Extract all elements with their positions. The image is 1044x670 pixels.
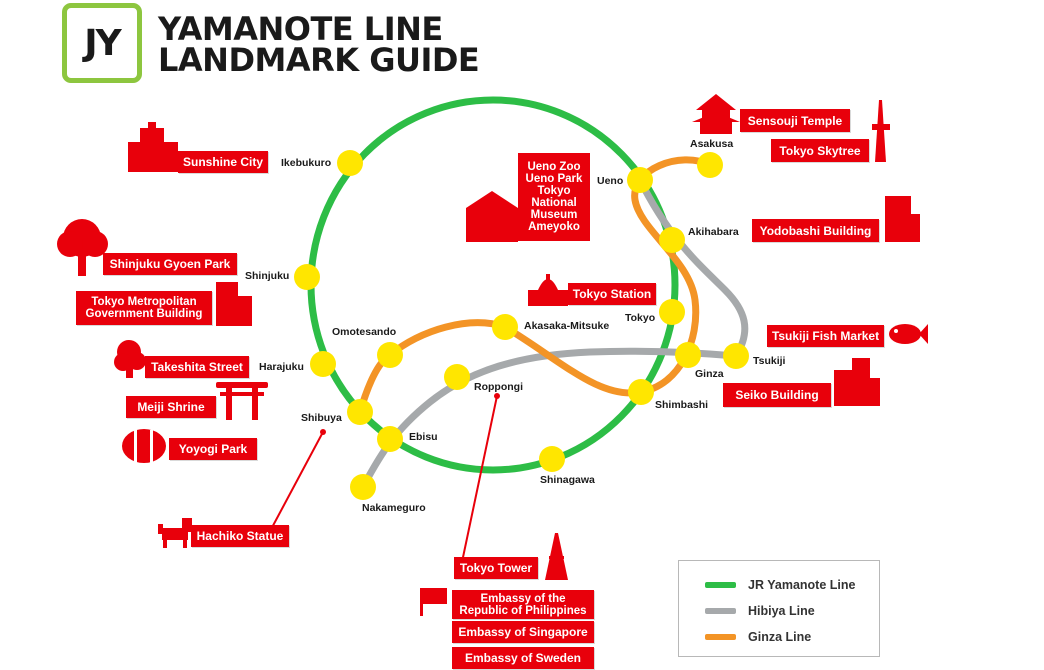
- label-akasaka-mitsuke: Akasaka-Mitsuke: [524, 320, 610, 332]
- station-ginza[interactable]: [675, 342, 701, 368]
- label-shinjuku: Shinjuku: [245, 270, 290, 282]
- station-shinjuku[interactable]: [294, 264, 320, 290]
- label-ikebukuro: Ikebukuro: [281, 157, 332, 169]
- phil-line-1: Embassy of the: [480, 592, 566, 605]
- ueno-building-icon: [466, 191, 518, 242]
- landmark-yodobashi-building[interactable]: Yodobashi Building: [752, 219, 879, 242]
- station-shibuya[interactable]: [347, 399, 373, 425]
- legend-label-ginza: Ginza Line: [748, 630, 812, 644]
- legend-label-hibiya: Hibiya Line: [748, 604, 815, 618]
- title-line-2: LANDMARK GUIDE: [158, 41, 480, 79]
- label-ebisu: Ebisu: [409, 431, 438, 443]
- station-ebisu[interactable]: [377, 426, 403, 452]
- station-akihabara[interactable]: [659, 227, 685, 253]
- tokyo-tower-icon: [545, 533, 568, 580]
- station-shinagawa[interactable]: [539, 446, 565, 472]
- station-ueno[interactable]: [627, 167, 653, 193]
- landmark-hachiko-statue[interactable]: Hachiko Statue: [191, 525, 289, 547]
- label-asakusa: Asakusa: [690, 138, 734, 150]
- landmark-tokyo-tower[interactable]: Tokyo Tower: [454, 557, 538, 579]
- sunshine-city-building-icon: [128, 122, 178, 172]
- hibiya-swatch: [705, 608, 736, 614]
- landmark-tokyo-station[interactable]: Tokyo Station: [568, 283, 656, 305]
- station-akasaka-mitsuke[interactable]: [492, 314, 518, 340]
- label-roppongi: Roppongi: [474, 381, 523, 393]
- yamanote-swatch: [705, 582, 736, 588]
- ueno-item-ameyoko: Ameyoko: [528, 221, 580, 233]
- tokyo-station-dome-icon: [528, 274, 568, 306]
- landmark-yoyogi-park[interactable]: Yoyogi Park: [169, 438, 257, 460]
- tmg-line-2: Government Building: [85, 308, 203, 320]
- label-tsukiji: Tsukiji: [753, 355, 786, 367]
- legend-row-yamanote: JR Yamanote Line: [705, 578, 855, 592]
- yodobashi-building-icon: [885, 196, 920, 242]
- barrel-icon: [122, 429, 166, 463]
- landmark-tokyo-skytree[interactable]: Tokyo Skytree: [771, 139, 869, 162]
- label-shimbashi: Shimbashi: [655, 399, 709, 411]
- flag-icon: [420, 588, 447, 616]
- label-tokyo: Tokyo: [625, 312, 656, 324]
- legend-row-hibiya: Hibiya Line: [705, 604, 815, 618]
- label-akihabara: Akihabara: [688, 226, 739, 238]
- station-asakusa[interactable]: [697, 152, 723, 178]
- title-line-1: YAMANOTE LINE: [158, 10, 443, 48]
- fish-icon: [889, 324, 928, 344]
- torii-gate-icon: [216, 382, 268, 420]
- landmark-sunshine-city[interactable]: Sunshine City: [178, 151, 268, 173]
- landmark-embassy-singapore[interactable]: Embassy of Singapore: [452, 621, 594, 643]
- station-shimbashi[interactable]: [628, 379, 654, 405]
- landmark-ueno-group[interactable]: Ueno Zoo Ueno Park Tokyo National Museum…: [518, 153, 590, 241]
- temple-icon: [692, 94, 740, 134]
- landmark-takeshita-street[interactable]: Takeshita Street: [145, 356, 249, 378]
- jy-logo: JY: [62, 3, 142, 83]
- map-legend: JR Yamanote Line Hibiya Line Ginza Line: [678, 560, 880, 657]
- legend-row-ginza: Ginza Line: [705, 630, 811, 644]
- roppongi-pointer-dot: [494, 393, 500, 399]
- hachiko-pointer: [267, 431, 324, 536]
- phil-line-2: Republic of Philippines: [459, 604, 587, 617]
- label-shibuya: Shibuya: [301, 412, 342, 424]
- landmark-embassy-sweden[interactable]: Embassy of Sweden: [452, 647, 594, 669]
- tmg-line-1: Tokyo Metropolitan: [91, 296, 197, 308]
- station-markers: [294, 150, 749, 500]
- legend-label-yamanote: JR Yamanote Line: [748, 578, 856, 592]
- station-harajuku[interactable]: [310, 351, 336, 377]
- page-title: YAMANOTE LINE LANDMARK GUIDE: [158, 10, 480, 79]
- station-roppongi[interactable]: [444, 364, 470, 390]
- label-ueno: Ueno: [597, 175, 624, 187]
- station-nakameguro[interactable]: [350, 474, 376, 500]
- ueno-item-museum: Museum: [530, 209, 578, 221]
- hachiko-pointer-dot: [320, 429, 326, 435]
- landmark-embassy-philippines[interactable]: Embassy of the Republic of Philippines: [452, 590, 594, 619]
- seiko-building-icon: [834, 358, 880, 406]
- hibiya-line: [359, 176, 749, 491]
- landmark-meiji-shrine[interactable]: Meiji Shrine: [126, 396, 216, 418]
- metropolitan-building-icon: [216, 282, 252, 326]
- label-ginza: Ginza: [695, 368, 724, 380]
- landmark-seiko-building[interactable]: Seiko Building: [723, 383, 831, 407]
- ueno-item-zoo: Ueno Zoo: [527, 161, 581, 173]
- station-tokyo[interactable]: [659, 299, 685, 325]
- tree-icon: [57, 219, 108, 276]
- dog-icon: [158, 518, 192, 548]
- station-ikebukuro[interactable]: [337, 150, 363, 176]
- landmark-shinjuku-gyoen[interactable]: Shinjuku Gyoen Park: [103, 253, 237, 275]
- label-nakameguro: Nakameguro: [362, 502, 426, 514]
- takeshita-tree-icon: [114, 340, 146, 378]
- ueno-item-park: Ueno Park: [525, 173, 583, 185]
- label-shinagawa: Shinagawa: [540, 474, 595, 486]
- ginza-swatch: [705, 634, 736, 640]
- station-tsukiji[interactable]: [723, 343, 749, 369]
- station-omotesando[interactable]: [377, 342, 403, 368]
- ueno-item-tokyo: Tokyo: [537, 185, 571, 197]
- label-omotesando: Omotesando: [332, 326, 397, 338]
- skytree-icon: [872, 100, 890, 162]
- landmark-sensouji-temple[interactable]: Sensouji Temple: [740, 109, 850, 132]
- landmark-tokyo-metropolitan-government[interactable]: Tokyo Metropolitan Government Building: [76, 291, 212, 325]
- landmark-tsukiji-fish-market[interactable]: Tsukiji Fish Market: [767, 325, 884, 347]
- ueno-item-national: National: [531, 197, 577, 209]
- label-harajuku: Harajuku: [259, 361, 304, 373]
- roppongi-pointer: [461, 395, 498, 563]
